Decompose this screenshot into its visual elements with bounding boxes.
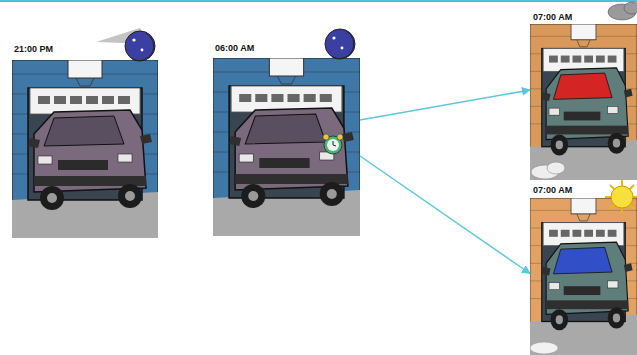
time-panel: 07:00 AM (530, 10, 637, 180)
time-label: 21:00 PM (14, 44, 53, 55)
flow-arrow (360, 156, 530, 274)
time-label: 07:00 AM (533, 185, 572, 196)
time-panel: 06:00 AM (213, 40, 360, 236)
time-panel: 21:00 PM (12, 40, 158, 238)
time-label: 07:00 AM (533, 12, 572, 23)
time-label: 06:00 AM (215, 43, 254, 54)
time-panel: 07:00 AM (530, 182, 637, 355)
flow-arrow (360, 90, 530, 120)
